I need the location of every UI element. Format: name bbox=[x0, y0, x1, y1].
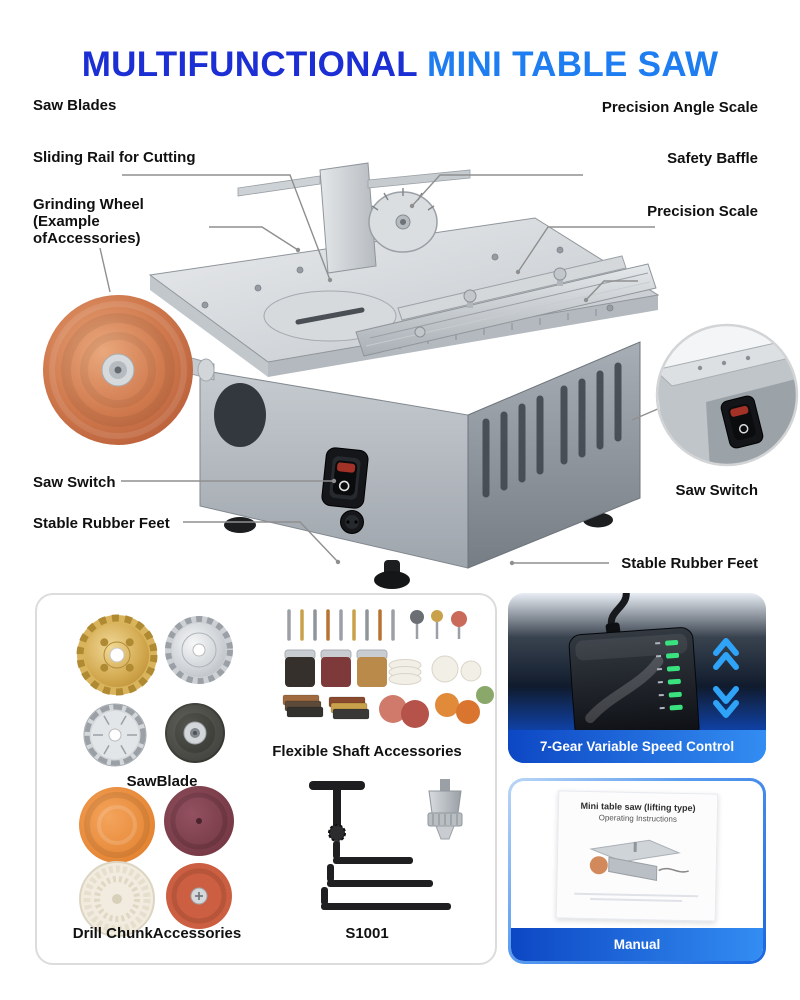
callout-saw-switch-right: Saw Switch bbox=[675, 482, 758, 499]
speed-control-caption: 7-Gear Variable Speed Control bbox=[508, 730, 766, 763]
front-hole bbox=[214, 383, 266, 447]
power-socket bbox=[340, 510, 364, 534]
leader-precision-scale bbox=[585, 280, 638, 301]
drill-chunk-caption: Drill ChunkAccessories bbox=[72, 925, 242, 942]
accessories-panel: SawBlade Flexible Shaft Accessories Dril… bbox=[35, 593, 497, 965]
accessories-illustrations bbox=[76, 609, 494, 937]
leader-angle-scale bbox=[411, 174, 583, 207]
leader-safety-baffle bbox=[517, 226, 655, 273]
manual-cover-illustration bbox=[589, 839, 689, 882]
callout-rubber-feet-right: Stable Rubber Feet bbox=[621, 555, 758, 572]
title-part-1: MULTIFUNCTIONAL bbox=[81, 45, 418, 85]
saw-blades-illustration bbox=[76, 614, 233, 767]
callout-sliding-rail: Sliding Rail for Cutting bbox=[33, 149, 196, 166]
leader-lines bbox=[99, 174, 661, 566]
callout-precision-scale: Precision Scale bbox=[647, 203, 758, 220]
miter-slot-bar bbox=[237, 175, 321, 197]
grinding-wheel-illustration bbox=[43, 295, 215, 445]
drill-chuck-illustration bbox=[427, 779, 463, 840]
switch-zoom-inset bbox=[655, 323, 799, 467]
manual-panel: Mini table saw (lifting type) Operating … bbox=[508, 778, 766, 964]
manual-panel-inner: Mini table saw (lifting type) Operating … bbox=[511, 781, 763, 961]
speed-control-panel: 7-Gear Variable Speed Control bbox=[508, 593, 766, 763]
manual-caption: Manual bbox=[511, 928, 763, 961]
table-saw-diagram-illustration bbox=[43, 162, 799, 589]
drill-chuck-accessories-illustration bbox=[79, 786, 234, 937]
callout-saw-switch-left: Saw Switch bbox=[33, 474, 116, 491]
leader-feet-left bbox=[183, 521, 339, 563]
leader-inset bbox=[631, 407, 661, 421]
chuck-key-illustration bbox=[309, 781, 365, 846]
angle-gauge-illustration bbox=[368, 188, 438, 253]
manual-booklet: Mini table saw (lifting type) Operating … bbox=[555, 790, 719, 922]
callout-rubber-feet-left: Stable Rubber Feet bbox=[33, 515, 170, 532]
blade-insert bbox=[263, 290, 397, 342]
fence-illustration bbox=[355, 263, 657, 357]
title-part-2: MINI TABLE SAW bbox=[426, 45, 719, 85]
leader-sliding-rail bbox=[209, 226, 299, 251]
rubber-feet bbox=[224, 512, 613, 589]
leader-saw-blades bbox=[122, 174, 331, 281]
callout-safety-baffle: Safety Baffle bbox=[667, 150, 758, 167]
callout-grinding-wheel: Grinding Wheel (Example ofAccessories) bbox=[33, 196, 144, 247]
callout-precision-angle-scale: Precision Angle Scale bbox=[601, 99, 758, 116]
manual-cover-subtitle: Operating Instructions bbox=[598, 813, 677, 824]
callout-saw-blades: Saw Blades bbox=[33, 97, 117, 114]
table-screws bbox=[201, 246, 614, 312]
sawblade-caption: SawBlade bbox=[126, 773, 198, 790]
table-saw-body bbox=[148, 162, 660, 589]
flexible-shaft-illustration bbox=[282, 609, 494, 728]
vent-slits bbox=[482, 362, 622, 498]
flexible-shaft-caption: Flexible Shaft Accessories bbox=[272, 743, 462, 760]
safety-baffle-illustration bbox=[397, 255, 627, 321]
s1001-tools-illustration bbox=[309, 779, 463, 910]
hex-wrenches-illustration bbox=[321, 841, 451, 910]
speed-controller-illustration bbox=[568, 593, 739, 747]
manual-cover-title: Mini table saw (lifting type) bbox=[580, 800, 696, 814]
leader-grinding-wheel bbox=[99, 247, 111, 293]
s1001-caption: S1001 bbox=[345, 925, 389, 942]
saw-switch-illustration bbox=[321, 447, 369, 509]
power-cord bbox=[607, 593, 630, 631]
speed-up-down-arrows-icon bbox=[713, 638, 739, 718]
gear-led-indicators bbox=[655, 639, 683, 711]
